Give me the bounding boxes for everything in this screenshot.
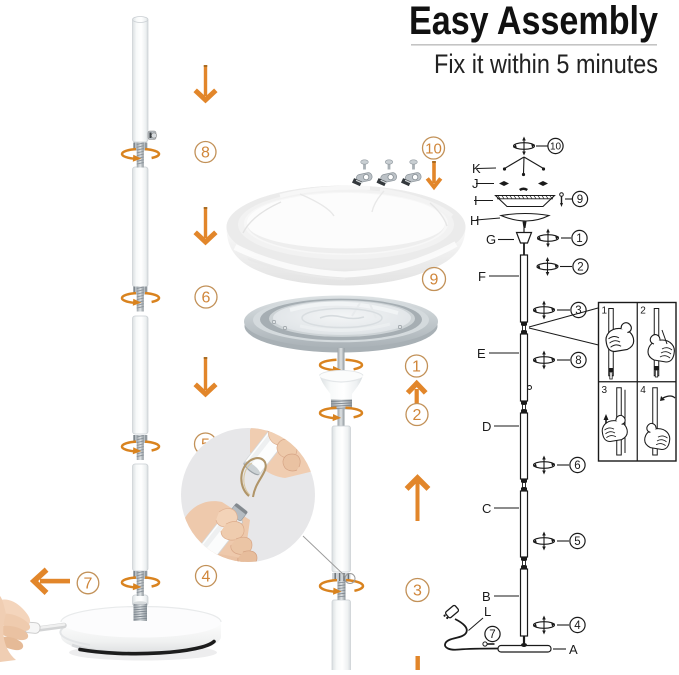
svg-text:F: F [478, 269, 486, 284]
svg-text:D: D [482, 419, 491, 434]
svg-text:L: L [484, 604, 491, 619]
svg-text:2: 2 [640, 306, 646, 317]
svg-text:6: 6 [202, 290, 211, 307]
svg-text:5: 5 [574, 536, 580, 548]
svg-text:8: 8 [201, 145, 210, 162]
svg-text:9: 9 [430, 272, 439, 289]
svg-text:E: E [477, 346, 486, 361]
svg-text:K: K [472, 161, 481, 176]
svg-text:9: 9 [577, 194, 583, 206]
svg-text:G: G [486, 232, 496, 247]
svg-text:2: 2 [577, 262, 583, 274]
svg-text:10: 10 [550, 142, 562, 153]
svg-text:8: 8 [575, 355, 581, 367]
svg-text:A: A [569, 642, 578, 657]
svg-text:Fix it within 5 minutes: Fix it within 5 minutes [434, 49, 658, 79]
svg-text:1: 1 [412, 359, 421, 376]
svg-text:Easy Assembly: Easy Assembly [409, 0, 659, 43]
svg-text:2: 2 [413, 407, 422, 424]
svg-text:3: 3 [413, 583, 422, 600]
svg-text:H: H [470, 213, 479, 228]
svg-text:C: C [482, 501, 491, 516]
svg-text:6: 6 [574, 460, 580, 472]
svg-text:10: 10 [425, 140, 442, 157]
svg-text:J: J [472, 176, 479, 191]
svg-text:4: 4 [574, 620, 581, 632]
svg-text:B: B [482, 589, 491, 604]
svg-text:4: 4 [640, 385, 646, 396]
svg-text:1: 1 [576, 233, 582, 245]
svg-text:7: 7 [84, 576, 93, 593]
svg-text:4: 4 [202, 569, 211, 586]
svg-text:1: 1 [602, 306, 608, 317]
svg-text:3: 3 [602, 385, 608, 396]
svg-text:7: 7 [489, 629, 495, 641]
svg-text:3: 3 [575, 305, 581, 317]
